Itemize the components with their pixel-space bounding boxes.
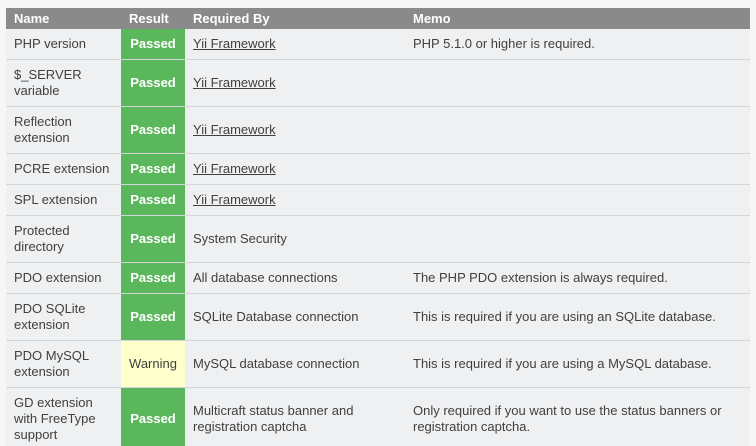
requirement-name: PHP version	[6, 29, 121, 60]
memo-cell	[405, 184, 750, 216]
required-by-cell: Yii Framework	[185, 106, 405, 154]
result-badge: Passed	[121, 262, 185, 294]
requirement-name: PDO extension	[6, 262, 121, 294]
memo-cell	[405, 153, 750, 185]
required-by-link[interactable]: Yii Framework	[193, 75, 276, 90]
result-badge: Passed	[121, 106, 185, 154]
result-badge: Passed	[121, 215, 185, 263]
column-header-result: Result	[121, 8, 185, 29]
required-by-link[interactable]: Yii Framework	[193, 192, 276, 207]
required-by-cell: Yii Framework	[185, 184, 405, 216]
required-by-cell: Yii Framework	[185, 59, 405, 107]
result-badge: Passed	[121, 153, 185, 185]
requirement-name: PCRE extension	[6, 153, 121, 185]
required-by-link[interactable]: Yii Framework	[193, 122, 276, 137]
result-badge: Passed	[121, 387, 185, 446]
requirement-name: PDO SQLite extension	[6, 293, 121, 341]
required-by-cell: Multicraft status banner and registratio…	[185, 387, 405, 446]
required-by-cell: Yii Framework	[185, 29, 405, 60]
memo-cell: Only required if you want to use the sta…	[405, 387, 750, 446]
memo-cell	[405, 59, 750, 107]
requirement-name: Protected directory	[6, 215, 121, 263]
required-by-cell: SQLite Database connection	[185, 293, 405, 341]
column-header-name: Name	[6, 8, 121, 29]
memo-cell: The PHP PDO extension is always required…	[405, 262, 750, 294]
requirement-name: GD extension with FreeType support	[6, 387, 121, 446]
requirement-name: SPL extension	[6, 184, 121, 216]
required-by-cell: Yii Framework	[185, 153, 405, 185]
memo-cell	[405, 215, 750, 263]
required-by-cell: MySQL database connection	[185, 340, 405, 388]
column-header-memo: Memo	[405, 8, 750, 29]
result-badge: Passed	[121, 59, 185, 107]
column-header-required-by: Required By	[185, 8, 405, 29]
memo-cell	[405, 106, 750, 154]
requirement-name: $_SERVER variable	[6, 59, 121, 107]
required-by-cell: System Security	[185, 215, 405, 263]
required-by-link[interactable]: Yii Framework	[193, 161, 276, 176]
required-by-cell: All database connections	[185, 262, 405, 294]
result-badge: Warning	[121, 340, 185, 388]
result-badge: Passed	[121, 29, 185, 60]
result-badge: Passed	[121, 293, 185, 341]
result-badge: Passed	[121, 184, 185, 216]
requirement-name: PDO MySQL extension	[6, 340, 121, 388]
memo-cell: This is required if you are using an SQL…	[405, 293, 750, 341]
required-by-link[interactable]: Yii Framework	[193, 36, 276, 51]
memo-cell: This is required if you are using a MySQ…	[405, 340, 750, 388]
memo-cell: PHP 5.1.0 or higher is required.	[405, 29, 750, 60]
requirement-name: Reflection extension	[6, 106, 121, 154]
